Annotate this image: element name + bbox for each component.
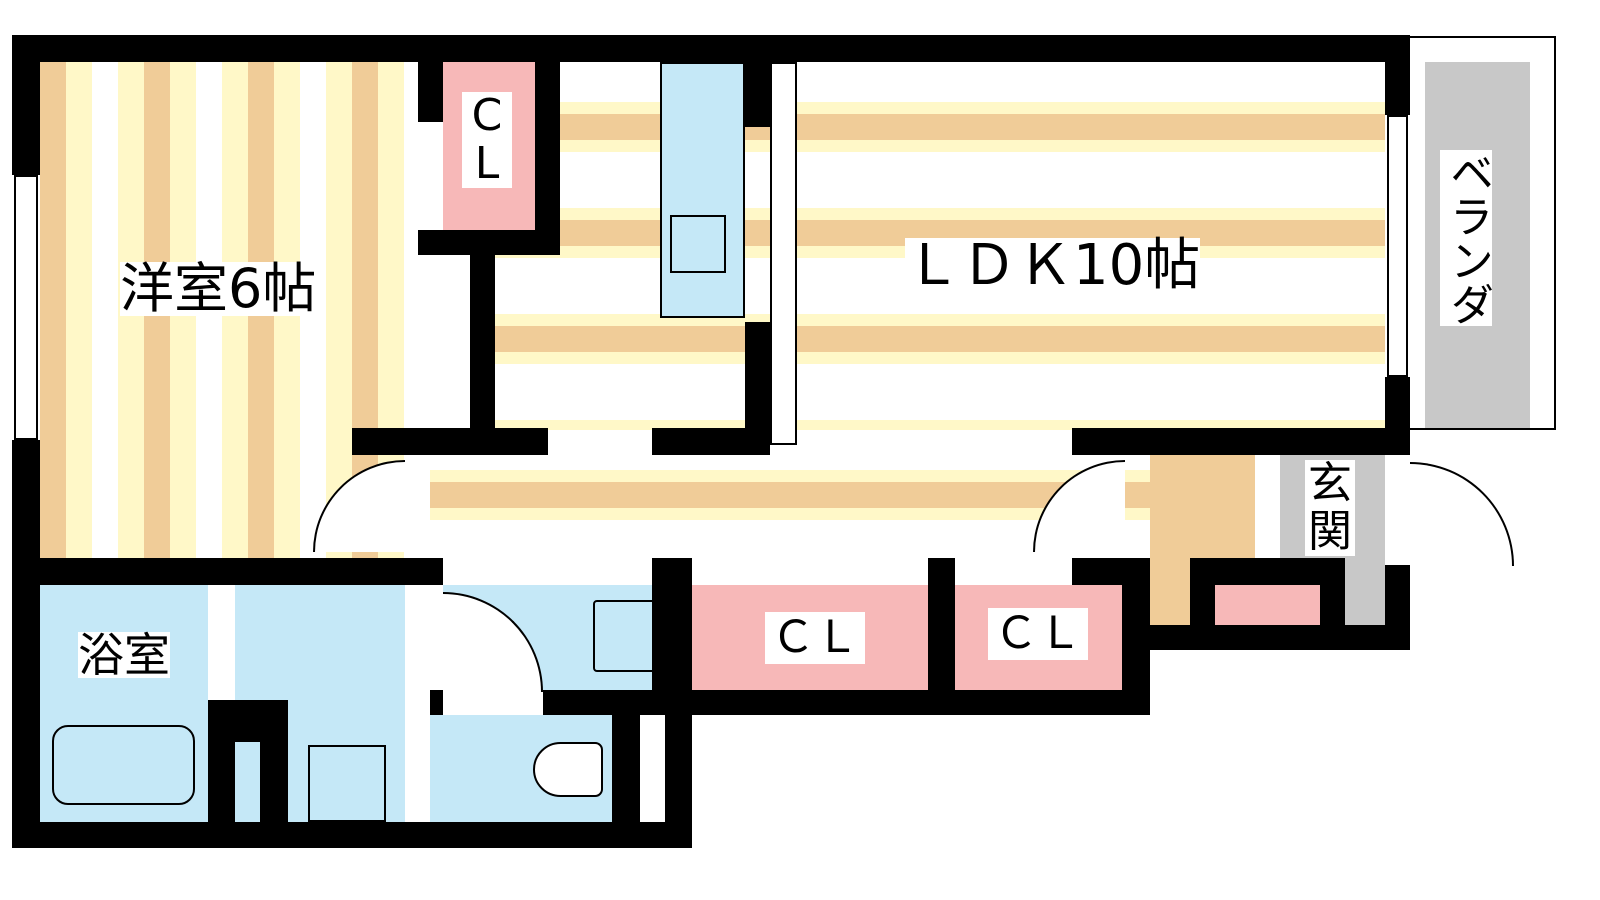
room-label-closet-top: CL bbox=[462, 92, 512, 188]
wall bbox=[470, 255, 495, 430]
wall bbox=[1190, 558, 1320, 585]
pillar bbox=[770, 62, 797, 445]
room-label-balcony: ベランダ bbox=[1440, 150, 1493, 326]
wall bbox=[612, 715, 640, 822]
wall bbox=[1385, 377, 1410, 430]
kitchen-sink-icon bbox=[670, 215, 726, 273]
wall bbox=[543, 690, 665, 715]
room-label-closet-bottom-right: ＣＬ bbox=[988, 608, 1088, 660]
wall bbox=[928, 558, 955, 690]
room-label-western: 洋室6帖 bbox=[120, 257, 317, 320]
wall bbox=[652, 558, 692, 715]
kitchen-counter bbox=[660, 62, 745, 318]
bathtub-icon bbox=[52, 725, 195, 805]
window bbox=[14, 175, 38, 440]
wall bbox=[1385, 35, 1410, 115]
wall bbox=[418, 62, 443, 122]
wall bbox=[1072, 558, 1122, 585]
room-label-bath: 浴室 bbox=[78, 628, 170, 682]
wall bbox=[745, 322, 770, 452]
balcony-outline bbox=[1410, 36, 1556, 430]
room-label-ldk: ＬＤＫ10帖 bbox=[905, 233, 1201, 298]
wall bbox=[12, 35, 1410, 62]
hall-floor bbox=[430, 430, 1150, 558]
room-label-entrance: 玄関 bbox=[1305, 460, 1355, 556]
wall bbox=[352, 428, 548, 455]
wall bbox=[208, 700, 288, 742]
wall bbox=[1122, 558, 1150, 715]
wall bbox=[12, 35, 40, 175]
shoe-closet bbox=[1215, 585, 1320, 625]
wall bbox=[1150, 625, 1410, 650]
wall bbox=[745, 62, 770, 127]
wall bbox=[1072, 428, 1410, 455]
wall bbox=[12, 558, 442, 585]
wall bbox=[665, 715, 692, 848]
washing-machine-icon bbox=[308, 745, 386, 822]
wall bbox=[665, 690, 1150, 715]
wall bbox=[12, 822, 692, 848]
wall bbox=[1320, 558, 1345, 625]
wall bbox=[430, 690, 443, 715]
wall bbox=[535, 62, 560, 255]
wall bbox=[12, 440, 40, 848]
entrance-door[interactable] bbox=[1410, 462, 1514, 566]
window bbox=[1387, 115, 1408, 377]
wall bbox=[405, 558, 443, 585]
room-label-closet-bottom-left: ＣＬ bbox=[765, 612, 865, 664]
bath-floor bbox=[40, 585, 208, 822]
toilet-icon bbox=[533, 742, 603, 797]
